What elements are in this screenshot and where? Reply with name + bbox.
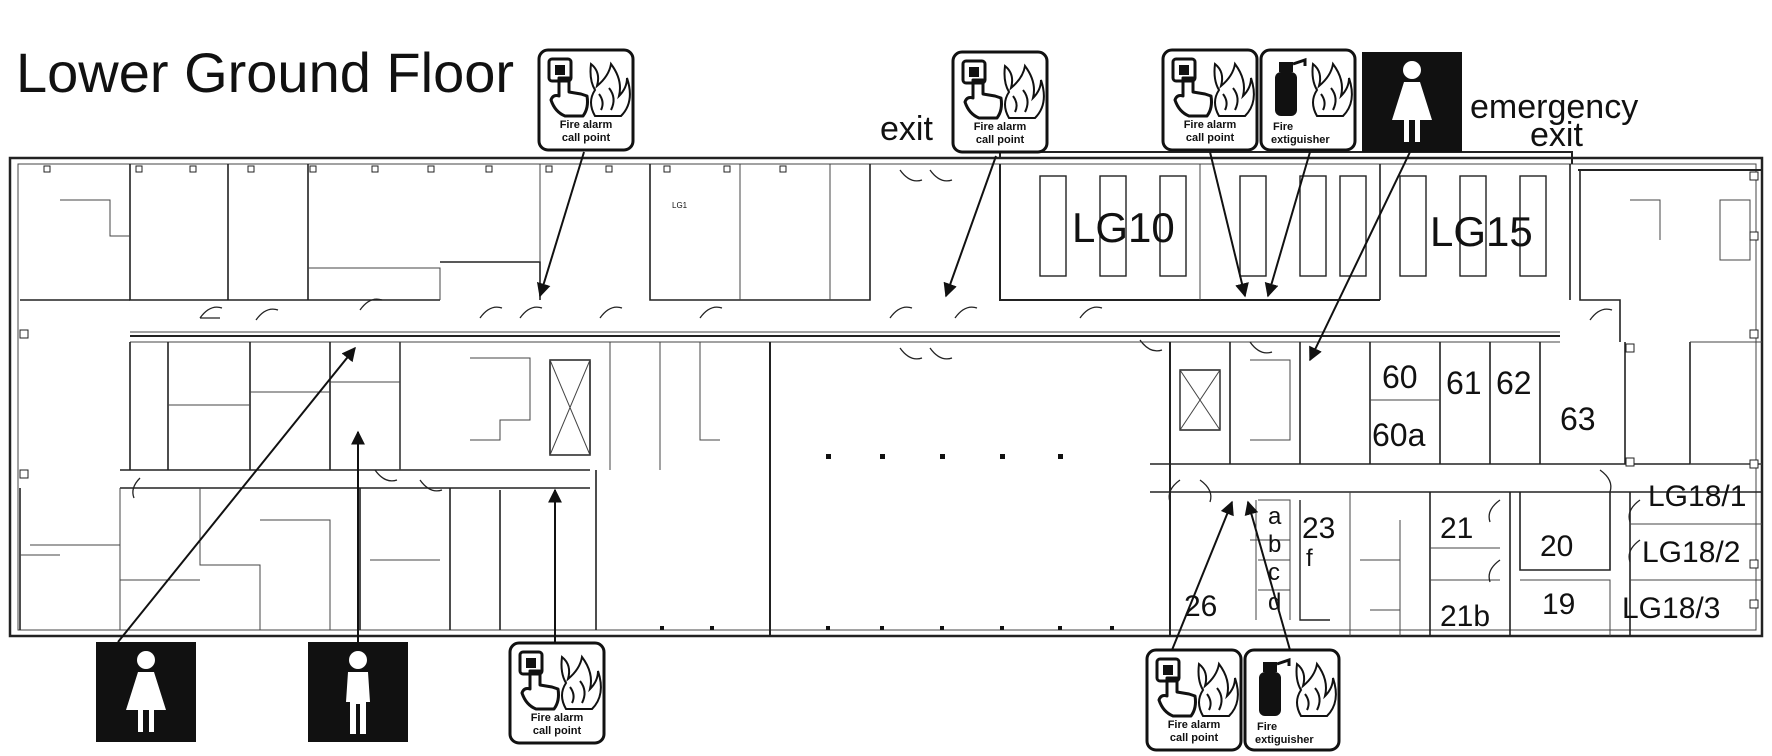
room-label-lg18-2: LG18/2 — [1642, 536, 1740, 569]
arrow — [1309, 151, 1411, 362]
sign-text-line1: Fire alarm — [531, 712, 584, 724]
sign-text-line1: Fire alarm — [974, 121, 1027, 133]
sign-text-line2: call point — [976, 134, 1025, 146]
pointer-arrows — [117, 151, 1411, 651]
female-toilet-icon — [1362, 52, 1462, 152]
room-label-63: 63 — [1560, 401, 1596, 437]
corridors — [120, 331, 1762, 493]
room-label-a: a — [1268, 503, 1282, 530]
sign-text-line1: Fire — [1273, 121, 1293, 133]
female-toilet-sign — [1362, 52, 1462, 152]
male-toilet-sign — [308, 642, 408, 742]
fire-extinguisher-sign: Fire extiguisher — [1243, 648, 1341, 752]
arrow — [1171, 500, 1234, 651]
fire-alarm-call-point-sign: Fire alarm call point — [1145, 648, 1243, 752]
rooms-left-bottom — [19, 470, 597, 630]
room-label-21b: 21b — [1440, 600, 1490, 633]
sign-text-line2: extiguisher — [1255, 734, 1314, 746]
female-toilet-icon — [96, 642, 196, 742]
room-label-lg18-3: LG18/3 — [1622, 592, 1720, 625]
rooms-left-top — [20, 164, 871, 301]
sign-text-line1: Fire alarm — [1184, 119, 1237, 131]
fire-alarm-call-point-sign: Fire alarm call point — [1161, 48, 1259, 152]
sign-text-line1: Fire — [1257, 721, 1277, 733]
room-label-20: 20 — [1540, 530, 1573, 563]
fire-extinguisher-sign: Fire extiguisher — [1259, 48, 1357, 152]
fire-alarm-call-point-sign: Fire alarm call point — [951, 50, 1049, 154]
arrow — [1264, 151, 1311, 298]
arrow — [943, 155, 997, 298]
rooms-right-bottom — [1169, 492, 1762, 636]
rooms-right-middle — [1169, 341, 1762, 465]
room-label-21: 21 — [1440, 512, 1473, 545]
exit-label: exit — [880, 110, 933, 148]
room-label-61: 61 — [1446, 365, 1482, 401]
sign-text-line2: call point — [1186, 132, 1235, 144]
emergency-exit-label-line2: exit — [1530, 116, 1583, 154]
room-label-c: c — [1268, 559, 1280, 586]
room-label-lg10: LG10 — [1072, 204, 1175, 251]
sign-text-line2: call point — [1170, 732, 1219, 744]
sign-text-line2: call point — [533, 725, 582, 737]
arrow — [536, 151, 585, 298]
rooms-left-middle — [129, 342, 720, 470]
door-swings — [132, 169, 1641, 583]
page-title: Lower Ground Floor — [16, 41, 514, 104]
sign-text-line1: Fire alarm — [560, 119, 613, 131]
room-label-19: 19 — [1542, 588, 1575, 621]
arrow — [1209, 151, 1249, 298]
arrow — [1244, 500, 1291, 651]
room-labels: LG10 LG15 LG1 60 60a 61 62 63 LG18/1 LG1… — [672, 201, 1746, 633]
building-outline — [8, 151, 1764, 638]
room-label-lg18-1: LG18/1 — [1648, 480, 1746, 513]
sign-text-line2: extiguisher — [1271, 134, 1330, 146]
room-label-f: f — [1306, 545, 1313, 572]
central-hall — [660, 342, 1171, 636]
room-label-23: 23 — [1302, 512, 1335, 545]
rooms-right-top — [999, 164, 1751, 342]
room-label-60a: 60a — [1372, 417, 1426, 453]
arrow — [117, 346, 356, 643]
male-toilet-icon — [308, 642, 408, 742]
emergency-exit-label-line1: emergency — [1470, 88, 1638, 126]
room-label-60: 60 — [1382, 359, 1418, 395]
room-label-lg15: LG15 — [1430, 208, 1533, 255]
room-label-lg61: LG1 — [672, 201, 688, 210]
column-markers — [19, 165, 1759, 609]
room-label-62: 62 — [1496, 365, 1532, 401]
room-label-b: b — [1268, 531, 1281, 558]
fire-alarm-call-point-sign: Fire alarm call point — [537, 48, 635, 152]
female-toilet-sign — [96, 642, 196, 742]
sign-text-line2: call point — [562, 132, 611, 144]
sign-text-line1: Fire alarm — [1168, 719, 1221, 731]
fire-alarm-call-point-sign: Fire alarm call point — [508, 641, 606, 745]
